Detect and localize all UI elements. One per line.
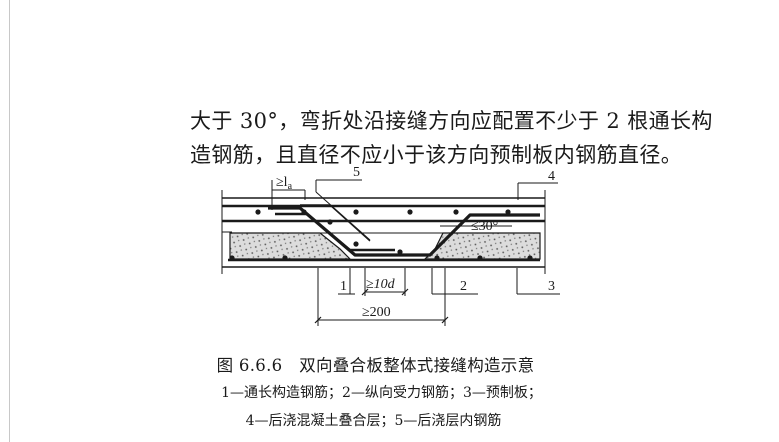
- rebar-section-dot: [407, 209, 413, 215]
- label-angle: ≤30°: [471, 219, 498, 234]
- rebar-section-dot: [477, 255, 483, 261]
- page-edge-rule: [9, 0, 10, 442]
- rebar-section-dot: [434, 255, 440, 261]
- paragraph-line-2: 造钢筋，且直径不应小于该方向预制板内钢筋直径。: [190, 143, 683, 167]
- precast-slab-left: [229, 232, 352, 260]
- rebar-section-dot: [505, 209, 511, 215]
- label-anchorage-length: ≥la: [276, 175, 293, 192]
- precast-slab-right: [423, 232, 541, 260]
- label-5: 5: [353, 165, 360, 180]
- bar-sections: [229, 209, 533, 261]
- rebar-section-dot: [255, 209, 261, 215]
- label-joint-width: ≥200: [362, 305, 391, 320]
- label-2: 2: [460, 279, 467, 294]
- rebar-section-dot: [353, 209, 359, 215]
- cast-in-place-topping-layer: [221, 190, 546, 274]
- rebar-section-dot: [353, 241, 359, 247]
- label-3: 3: [548, 279, 555, 294]
- label-1: 1: [340, 279, 347, 294]
- rebar-section-dot: [527, 255, 533, 261]
- rebar-section-dot: [453, 209, 459, 215]
- rebar-section-dot: [397, 249, 403, 255]
- paragraph-line-1: 大于 30°，弯折处沿接缝方向应配置不少于 2 根通长构: [190, 109, 713, 133]
- figure-legend-line-2: 4—后浇混凝土叠合层；5—后浇层内钢筋: [245, 413, 502, 429]
- label-4: 4: [548, 169, 555, 184]
- figure-caption: 图 6.6.6 双向叠合板整体式接缝构造示意: [216, 356, 535, 375]
- rebar-section-dot: [229, 255, 235, 261]
- rebar-section-dot: [301, 209, 307, 215]
- leader-lines: [271, 179, 560, 326]
- dimension-ticks: [314, 288, 449, 324]
- label-bend-length: ≥10d: [366, 277, 396, 292]
- rebar-section-dot: [282, 255, 288, 261]
- figure-legend-line-1: 1—通长构造钢筋；2—纵向受力钢筋；3—预制板；: [221, 385, 542, 401]
- rebar-section-dot: [327, 219, 333, 225]
- body-paragraph: 大于 30°，弯折处沿接缝方向应配置不少于 2 根通长构 造钢筋，且直径不应小于…: [190, 104, 750, 172]
